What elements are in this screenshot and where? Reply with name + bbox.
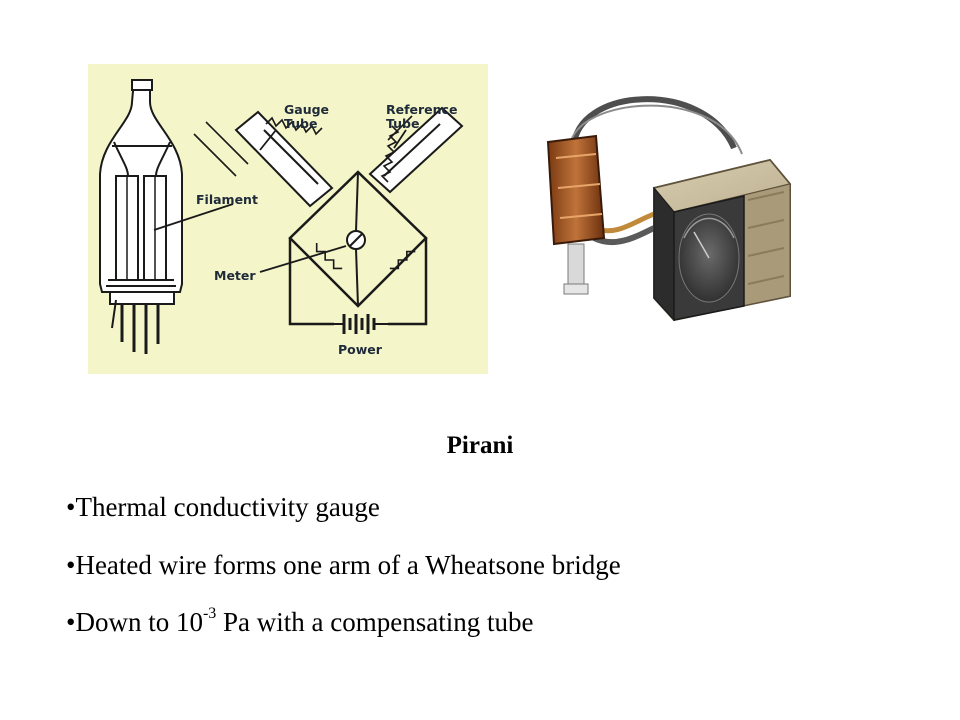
power-label: Power xyxy=(338,342,383,357)
vacuum-tube-drawing xyxy=(99,79,183,354)
bullet-text: •Thermal conductivity gauge xyxy=(66,492,380,522)
battery-symbol xyxy=(334,314,388,334)
filament-label: Filament xyxy=(196,192,258,207)
bullet-text: •Heated wire forms one arm of a Wheatson… xyxy=(66,550,621,580)
pirani-gauge-photo xyxy=(546,96,792,322)
exponent: -3 xyxy=(202,605,217,622)
label-leader-lines xyxy=(153,129,407,273)
pirani-schematic-diagram: Gauge Tube Reference Tube Filament Meter… xyxy=(88,64,488,374)
gauge-tube-label-line1: Gauge xyxy=(284,102,329,117)
gauge-tube-drawing xyxy=(193,110,334,208)
control-unit xyxy=(652,158,792,322)
meter-label: Meter xyxy=(214,268,256,283)
bullet-wheatstone-bridge: •Heated wire forms one arm of a Wheatson… xyxy=(66,550,621,581)
reference-tube-label-line1: Reference xyxy=(386,102,457,117)
sensor-head xyxy=(546,134,606,295)
bullet-text: •Down to 10 xyxy=(66,607,203,637)
meter-drawing xyxy=(346,171,366,307)
gauge-tube-label-line2: Tube xyxy=(284,116,317,131)
bullet-text-suffix: Pa with a compensating tube xyxy=(216,607,534,637)
reference-tube-label-line2: Tube xyxy=(386,116,419,131)
bullet-pressure-range: •Down to 10-3 Pa with a compensating tub… xyxy=(66,605,534,638)
bullet-thermal-conductivity: •Thermal conductivity gauge xyxy=(66,492,380,523)
reference-tube-drawing xyxy=(368,106,464,194)
slide-title: Pirani xyxy=(446,432,514,459)
